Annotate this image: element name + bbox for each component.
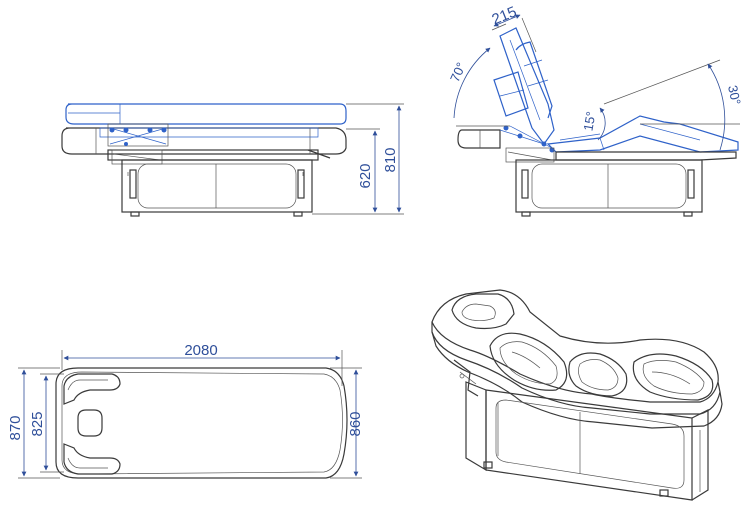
headrest — [451, 293, 515, 330]
mattress-body — [61, 127, 347, 155]
lift-mechanism — [107, 123, 169, 165]
dim-width-inner: 825 — [29, 411, 46, 436]
base-cabinet-2 — [515, 159, 703, 213]
top-view: 2080 870 825 860 — [7, 342, 364, 479]
cushion-leg — [632, 353, 714, 401]
side-view-flat: 620 810 — [61, 103, 404, 217]
backrest-blue — [499, 27, 555, 146]
angle-leg: 30° — [725, 84, 744, 106]
top-pad-blue — [65, 103, 347, 125]
side-view-tilted: 215 — [447, 3, 744, 217]
dim-length: 2080 — [184, 342, 217, 359]
face-hole — [77, 409, 103, 437]
base-cabinet — [121, 159, 313, 213]
dim-backrest-width: 215 — [490, 3, 520, 28]
headrest-blue — [493, 71, 529, 117]
cushion-seat — [568, 352, 628, 397]
isometric-view — [431, 289, 723, 501]
dim-width-foot: 860 — [347, 411, 364, 436]
dim-width-outer: 870 — [7, 415, 24, 440]
dim-height-base: 620 — [357, 163, 374, 188]
cushion-back — [489, 332, 568, 391]
dim-height-total: 810 — [382, 147, 399, 172]
seat-leg-blue — [546, 115, 739, 153]
mattress-top — [431, 289, 719, 403]
angle-seat: 15° — [580, 110, 598, 132]
table-outline-top — [55, 367, 348, 479]
tilt-mechanism — [499, 125, 555, 163]
frame-rail — [107, 149, 319, 161]
angle-backrest: 70° — [447, 60, 469, 84]
base-front — [485, 389, 693, 501]
